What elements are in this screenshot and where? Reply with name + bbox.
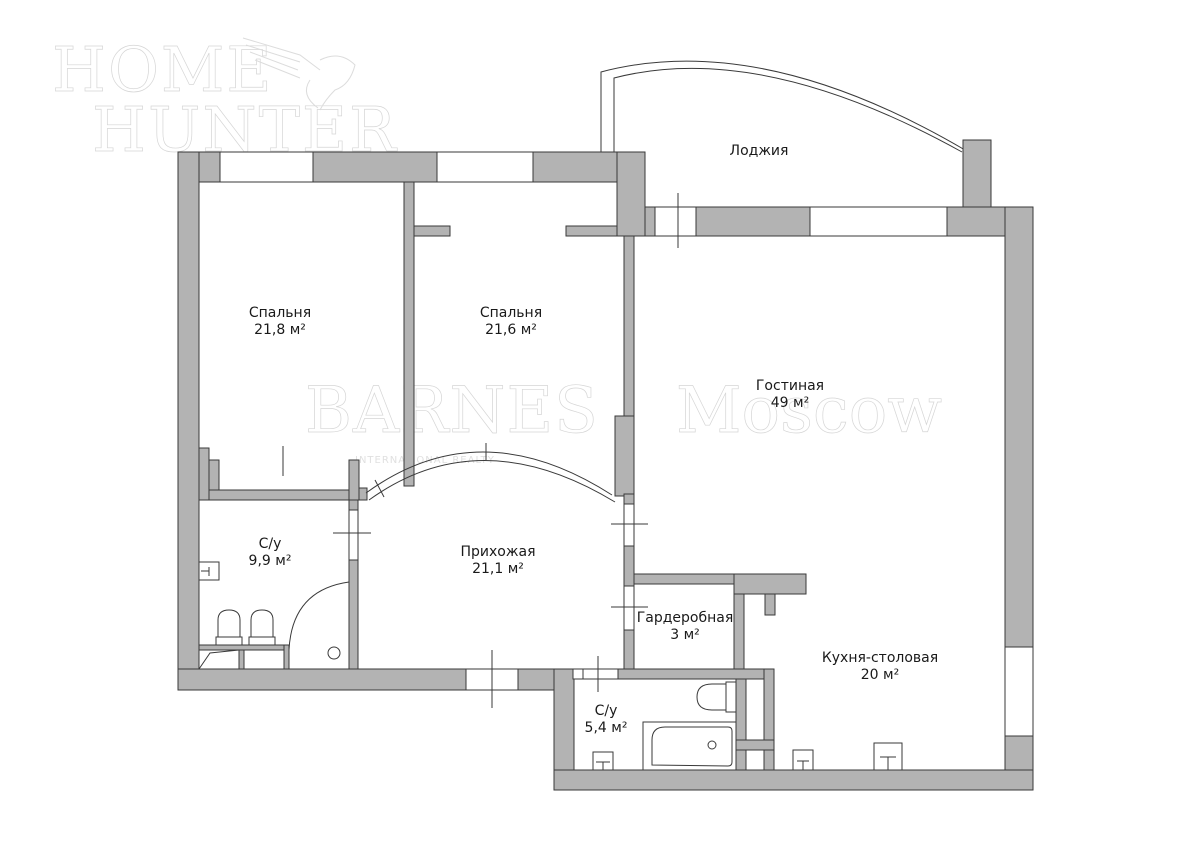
bathroom-2-fixtures xyxy=(592,681,737,771)
kitchen-fixtures xyxy=(792,742,903,771)
bathroom-1-fixtures xyxy=(198,561,350,670)
room-area: 5,4 м² xyxy=(584,720,628,736)
room-label-bathroom-1: С/у 9,9 м² xyxy=(249,536,292,570)
room-label-living-room: Гостиная 49 м² xyxy=(756,378,824,412)
bidet-icon xyxy=(248,609,276,646)
room-area: 9,9 м² xyxy=(248,553,292,569)
watermark-barnes: BARNES xyxy=(305,374,599,448)
room-name: Спальня xyxy=(479,305,543,321)
toilet-icon xyxy=(215,609,243,646)
toilet-icon xyxy=(696,681,737,713)
watermark-hunter-text: HUNTER xyxy=(92,93,398,166)
room-name: Гардеробная xyxy=(636,610,734,626)
room-name: Прихожая xyxy=(460,544,536,560)
room-name: Кухня-столовая xyxy=(821,650,939,666)
room-label-hallway: Прихожая 21,1 м² xyxy=(461,544,536,578)
room-name: Спальня xyxy=(248,305,312,321)
room-name: Лоджия xyxy=(729,143,789,159)
eagle-logo-icon xyxy=(242,37,356,111)
room-label-wardrobe: Гардеробная 3 м² xyxy=(637,610,734,644)
outer-walls xyxy=(177,151,1034,791)
room-label-loggia: Лоджия xyxy=(730,143,789,160)
room-area: 21,8 м² xyxy=(254,322,306,338)
loggia-outline xyxy=(600,60,992,209)
watermark-tagline: INTERNATIONAL REALTY xyxy=(355,455,495,466)
room-area: 20 м² xyxy=(860,667,900,683)
room-label-bathroom-2: С/у 5,4 м² xyxy=(585,703,628,737)
room-label-bedroom-1: Спальня 21,8 м² xyxy=(249,305,311,339)
room-label-kitchen-dining: Кухня-столовая 20 м² xyxy=(822,650,938,684)
bathtub-icon xyxy=(642,721,737,771)
door-markers xyxy=(282,193,679,708)
room-name: Гостиная xyxy=(755,378,825,394)
room-area: 21,6 м² xyxy=(485,322,537,338)
watermark-moscow: Moscow xyxy=(676,374,943,448)
arched-partition xyxy=(365,443,616,503)
room-label-bedroom-2: Спальня 21,6 м² xyxy=(480,305,542,339)
room-name: С/у xyxy=(258,536,282,552)
watermark-home-hunter: HOME HUNTER xyxy=(52,33,398,166)
room-name: С/у xyxy=(594,703,618,719)
room-area: 21,1 м² xyxy=(472,561,524,577)
watermark-home-text: HOME xyxy=(52,33,274,106)
inner-walls xyxy=(198,181,807,771)
room-area: 49 м² xyxy=(770,395,810,411)
room-area: 3 м² xyxy=(670,627,700,643)
